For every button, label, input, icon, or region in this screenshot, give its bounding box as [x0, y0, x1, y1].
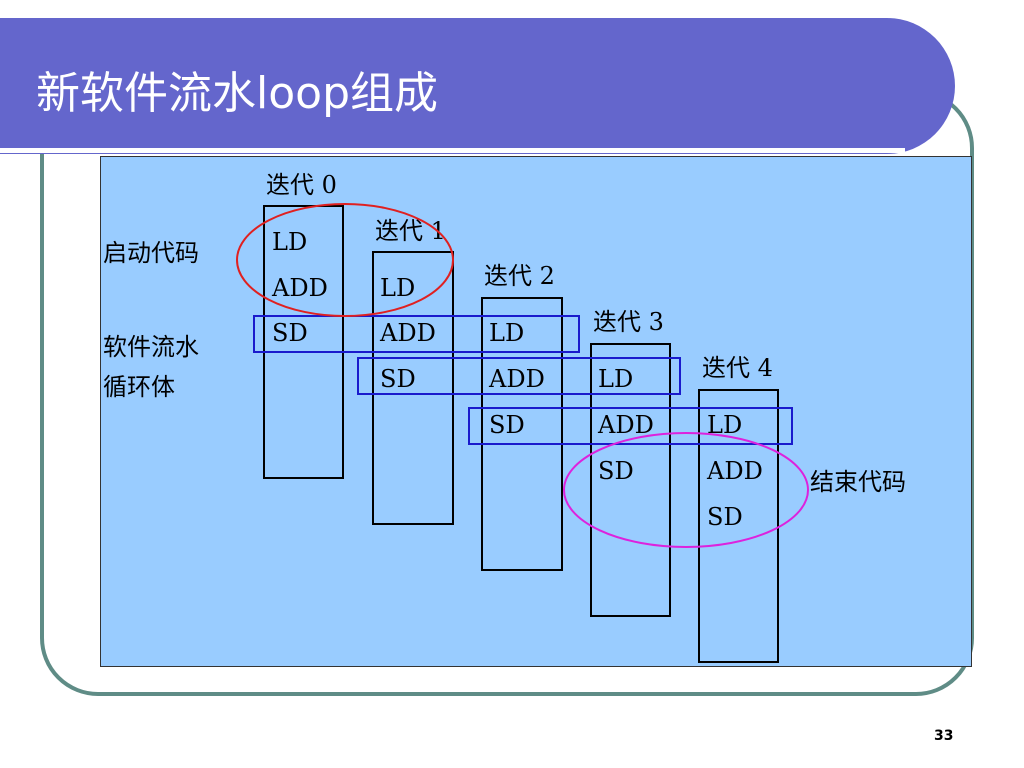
loop-body-box-1: [253, 315, 580, 353]
iteration-0-add: ADD: [271, 274, 328, 302]
iteration-3-ld: LD: [598, 365, 633, 393]
iteration-0-label: 迭代 0: [266, 171, 337, 199]
iteration-3-add: ADD: [597, 411, 654, 439]
iteration-2-add: ADD: [488, 365, 545, 393]
loop-body-label-line1: 软件流水: [103, 333, 199, 361]
iteration-1-ld: LD: [380, 274, 415, 302]
iteration-0-column: [263, 205, 344, 479]
loop-body-label-line2: 循环体: [103, 373, 175, 401]
title-underline: [0, 148, 905, 153]
iteration-3-label: 迭代 3: [593, 308, 664, 336]
iteration-1-sd: SD: [380, 365, 416, 393]
end-code-label: 结束代码: [810, 468, 906, 496]
iteration-2-sd: SD: [489, 411, 525, 439]
startup-code-ellipse: [236, 203, 454, 317]
iteration-3-column: [590, 343, 671, 617]
iteration-1-add: ADD: [379, 319, 436, 347]
iteration-0-ld: LD: [272, 228, 307, 256]
diagram-panel: [100, 156, 972, 667]
end-code-ellipse: [563, 432, 809, 548]
slide-title: 新软件流水loop组成: [36, 68, 438, 119]
startup-code-label: 启动代码: [103, 239, 199, 267]
iteration-1-label: 迭代 1: [375, 217, 446, 245]
iteration-2-ld: LD: [489, 319, 524, 347]
title-bar: 新软件流水loop组成: [0, 18, 955, 154]
iteration-2-column: [481, 297, 563, 571]
iteration-3-sd: SD: [598, 457, 634, 485]
iteration-4-label: 迭代 4: [702, 354, 773, 382]
iteration-2-label: 迭代 2: [484, 262, 555, 290]
loop-body-box-3: [468, 407, 793, 445]
loop-body-box-2: [357, 357, 681, 395]
iteration-4-add: ADD: [706, 457, 763, 485]
iteration-4-sd: SD: [707, 503, 743, 531]
iteration-4-column: [698, 389, 779, 663]
slide-number: 33: [934, 728, 954, 744]
iteration-0-sd: SD: [272, 319, 308, 347]
iteration-1-column: [372, 251, 454, 525]
